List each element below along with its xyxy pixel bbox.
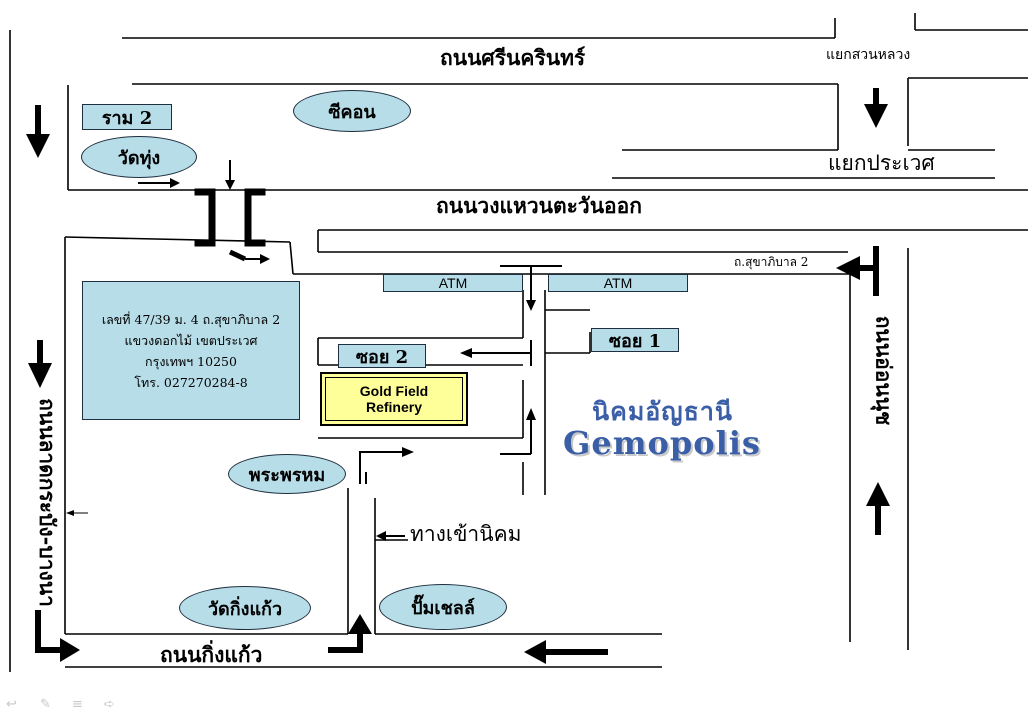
address-box: เลขที่ 47/39 ม. 4 ถ.สุขาภิบาล 2 แขวงดอกไ… <box>82 281 300 420</box>
landmark-soi-1: ซอย 1 <box>591 328 679 352</box>
intersection-label-prawet: แยกประเวศ <box>828 151 935 175</box>
road-label-srinagarindra: ถนนศรีนครินทร์ <box>440 45 586 70</box>
landmark-atm-right: ATM <box>548 274 688 292</box>
menu-icon[interactable]: ≡ <box>72 697 83 712</box>
landmark-shell-station: ปั๊มเชลล์ <box>379 584 507 630</box>
refinery-line-1: Gold Field <box>359 383 429 399</box>
address-line-1: เลขที่ 47/39 ม. 4 ถ.สุขาภิบาล 2 <box>101 311 281 327</box>
arrow-turn-up-icon <box>328 632 363 653</box>
arrow-left-icon <box>376 531 386 541</box>
road-label-on-nut: ถนนอ่อนนุช <box>871 315 897 426</box>
landmark-wat-thung: วัดทุ่ง <box>81 136 197 178</box>
landmark-soi-2: ซอย 2 <box>338 344 426 368</box>
arrow-right-icon <box>260 254 270 264</box>
arrow-down-icon <box>526 300 536 311</box>
arrow-right-icon <box>170 178 180 188</box>
road-label-king-kaeo: ถนนกิ่งแก้ว <box>160 642 263 667</box>
gold-field-refinery-box: Gold Field Refinery <box>320 372 468 426</box>
road-label-sukhaphiban-2: ถ.สุขาภิบาล 2 <box>734 255 809 269</box>
arrow-turn-right-icon <box>35 610 62 653</box>
arrow-left-icon <box>836 256 860 280</box>
arrow-up-icon <box>866 482 890 506</box>
refinery-line-2: Refinery <box>365 399 423 415</box>
landmark-seacon: ซีคอน <box>293 90 411 132</box>
arrow-left-icon <box>460 348 472 358</box>
landmark-phra-phrom: พระพรหม <box>228 454 346 494</box>
road-label-outer-ring-east: ถนนวงแหวนตะวันออก <box>436 193 643 218</box>
address-line-4: โทร. 027270284-8 <box>134 374 248 390</box>
interchange-symbol <box>194 188 266 247</box>
road-label-lat-krabang-bang-na: ถนนลาดกระบัง-บางนา <box>34 398 60 607</box>
estate-name-thai: นิคมอัญธานี <box>592 397 733 426</box>
estate-name-english: Gemopolis <box>563 424 761 462</box>
arrow-right-icon <box>402 447 414 457</box>
arrow-up-icon <box>526 408 536 420</box>
arrow-down-icon <box>28 363 52 388</box>
arrow-down-icon <box>26 134 50 158</box>
arrow-down-icon <box>225 180 235 190</box>
address-line-3: กรุงเทพฯ 10250 <box>145 353 237 369</box>
arrow-right-icon <box>359 451 404 484</box>
landmark-wat-king-kaeo: วัดกิ่งแก้ว <box>179 586 311 630</box>
estate-entrance-label: ทางเข้านิคม <box>410 522 522 546</box>
next-slide-icon[interactable]: ➪ <box>104 697 115 712</box>
road-line <box>289 241 294 275</box>
arrow-right-icon <box>228 249 247 262</box>
intersection-label-suan-luang: แยกสวนหลวง <box>826 47 911 63</box>
arrow-left-icon <box>524 640 546 664</box>
arrow-turn-up-icon <box>348 614 372 634</box>
prev-slide-icon[interactable]: ↩ <box>6 697 17 712</box>
arrow-left-icon <box>66 510 74 516</box>
landmark-ram-2: ราม 2 <box>82 104 172 130</box>
pen-icon[interactable]: ✎ <box>40 697 51 712</box>
arrow-down-icon <box>864 104 888 128</box>
address-line-2: แขวงดอกไม้ เขตประเวศ <box>124 332 258 348</box>
landmark-atm-left: ATM <box>383 274 523 292</box>
arrow-turn-right-icon <box>60 638 80 662</box>
